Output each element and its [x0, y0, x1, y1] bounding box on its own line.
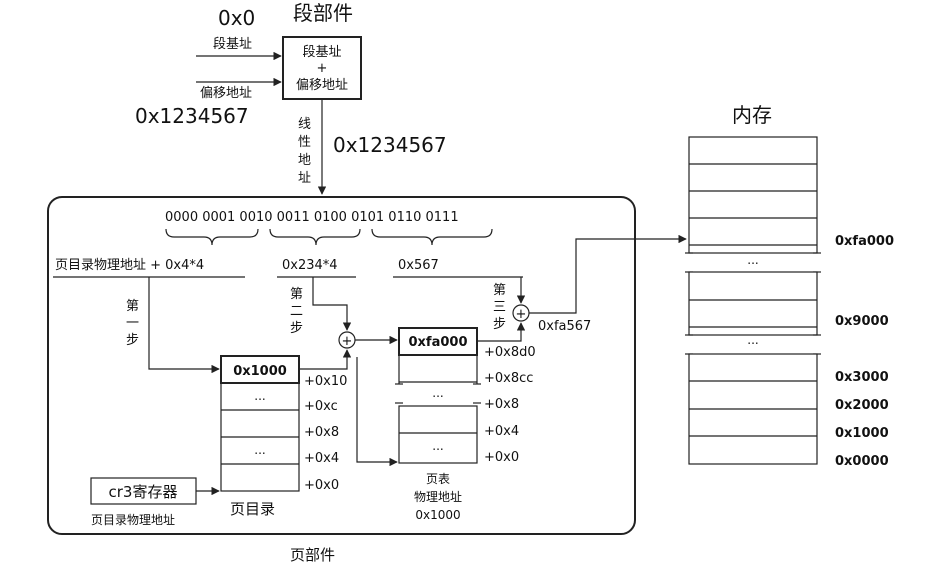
page-table-label-1: 页表: [426, 472, 450, 486]
step1-char-3: 步: [126, 333, 139, 348]
step2-char-1: 第: [290, 287, 303, 302]
linear-address-value: 0x1234567: [333, 133, 447, 157]
directory-index-expr: 页目录物理地址 + 0x4*4: [55, 258, 204, 273]
segment-base-value: 0x0: [218, 6, 255, 30]
page-table-label-2: 物理地址: [414, 490, 462, 504]
page-table-offset-3: +0x8: [484, 397, 519, 412]
step1-char-2: 一: [126, 316, 139, 331]
physical-address-arrow: [529, 234, 687, 314]
step3-plus-sign: +: [516, 307, 527, 322]
memory-address-2: 0x9000: [835, 314, 889, 329]
step2-plus-sign: +: [342, 334, 353, 349]
page-dir-offset-5: +0x0: [304, 478, 339, 493]
memory-address-3: 0x3000: [835, 370, 889, 385]
memory-address-6: 0x0000: [835, 454, 889, 469]
memory-block-middle: [688, 271, 818, 336]
table-index-expr: 0x234*4: [282, 258, 338, 273]
pde-value-arrow: [299, 349, 352, 370]
memory-address-4: 0x2000: [835, 398, 889, 413]
brace-offset-bits: [371, 228, 493, 246]
cr3-caption: 页目录物理地址: [91, 513, 175, 527]
page-dir-offset-1: +0x10: [304, 374, 347, 389]
step3-char-1: 第: [493, 283, 506, 298]
paging-unit-frame: [47, 196, 636, 535]
page-table-offset-2: +0x8cc: [484, 371, 533, 386]
brace-directory-bits: [165, 228, 259, 246]
page-dir-offset-4: +0x4: [304, 451, 339, 466]
memory-title: 内存: [732, 103, 772, 127]
segment-unit-title: 段部件: [293, 1, 353, 25]
binary-address: 0000 0001 0010 0011 0100 0101 0110 0111: [165, 210, 459, 225]
page-table-cell-1: 0xfa000: [409, 335, 468, 350]
linear-char-4: 址: [298, 171, 311, 186]
page-table-offset-1: +0x8d0: [484, 345, 536, 360]
segment-box-line1: 段基址: [302, 45, 341, 60]
page-table-offset-5: +0x0: [484, 450, 519, 465]
page-table-lower: [398, 405, 478, 464]
page-table-top-entry: [398, 327, 478, 356]
segment-offset-label: 偏移地址: [200, 86, 252, 101]
segment-box-line2: +: [317, 61, 328, 76]
segment-adder-box: [282, 36, 362, 100]
step2-char-2: 二: [290, 304, 303, 319]
physical-address-result: 0xfa567: [538, 319, 591, 334]
page-table-cell-4: ...: [432, 439, 443, 453]
linear-char-3: 地: [298, 153, 311, 168]
linear-char-2: 性: [298, 135, 311, 150]
page-dir-offset-3: +0x8: [304, 425, 339, 440]
memory-address-1: 0xfa000: [835, 234, 894, 249]
page-directory-table: [220, 355, 300, 492]
step1-char-1: 第: [126, 299, 139, 314]
page-directory-label: 页目录: [230, 500, 275, 518]
step1-arrow: [148, 277, 220, 374]
memory-block-top: [688, 136, 818, 254]
page-offset-expr: 0x567: [398, 258, 439, 273]
page-table-offset-4: +0x4: [484, 424, 519, 439]
page-dir-cell-1: 0x1000: [233, 364, 287, 379]
memory-ellipsis-1: ...: [747, 253, 758, 267]
linear-char-1: 线: [298, 117, 311, 132]
memory-address-5: 0x1000: [835, 426, 889, 441]
step3-char-2: 三: [493, 300, 506, 315]
cr3-register-label: cr3寄存器: [109, 483, 178, 501]
page-table-label-3: 0x1000: [415, 508, 460, 522]
segment-offset-value: 0x1234567: [135, 104, 249, 128]
segment-box-line3: 偏移地址: [296, 78, 348, 93]
paging-unit-title: 页部件: [290, 546, 335, 564]
step3-char-3: 步: [493, 317, 506, 332]
page-table-cell-2: ...: [432, 386, 443, 400]
memory-ellipsis-2: ...: [747, 333, 758, 347]
brace-table-bits: [269, 228, 361, 246]
page-frame-arrow: [477, 322, 526, 342]
page-dir-cell-2: ...: [254, 389, 265, 403]
segment-base-label: 段基址: [213, 37, 252, 52]
pt-base-feed-arrow: [356, 357, 398, 467]
step2-char-3: 步: [290, 321, 303, 336]
step2-index-arrow: [312, 277, 352, 331]
page-dir-offset-2: +0xc: [304, 399, 338, 414]
page-dir-cell-4: ...: [254, 443, 265, 457]
